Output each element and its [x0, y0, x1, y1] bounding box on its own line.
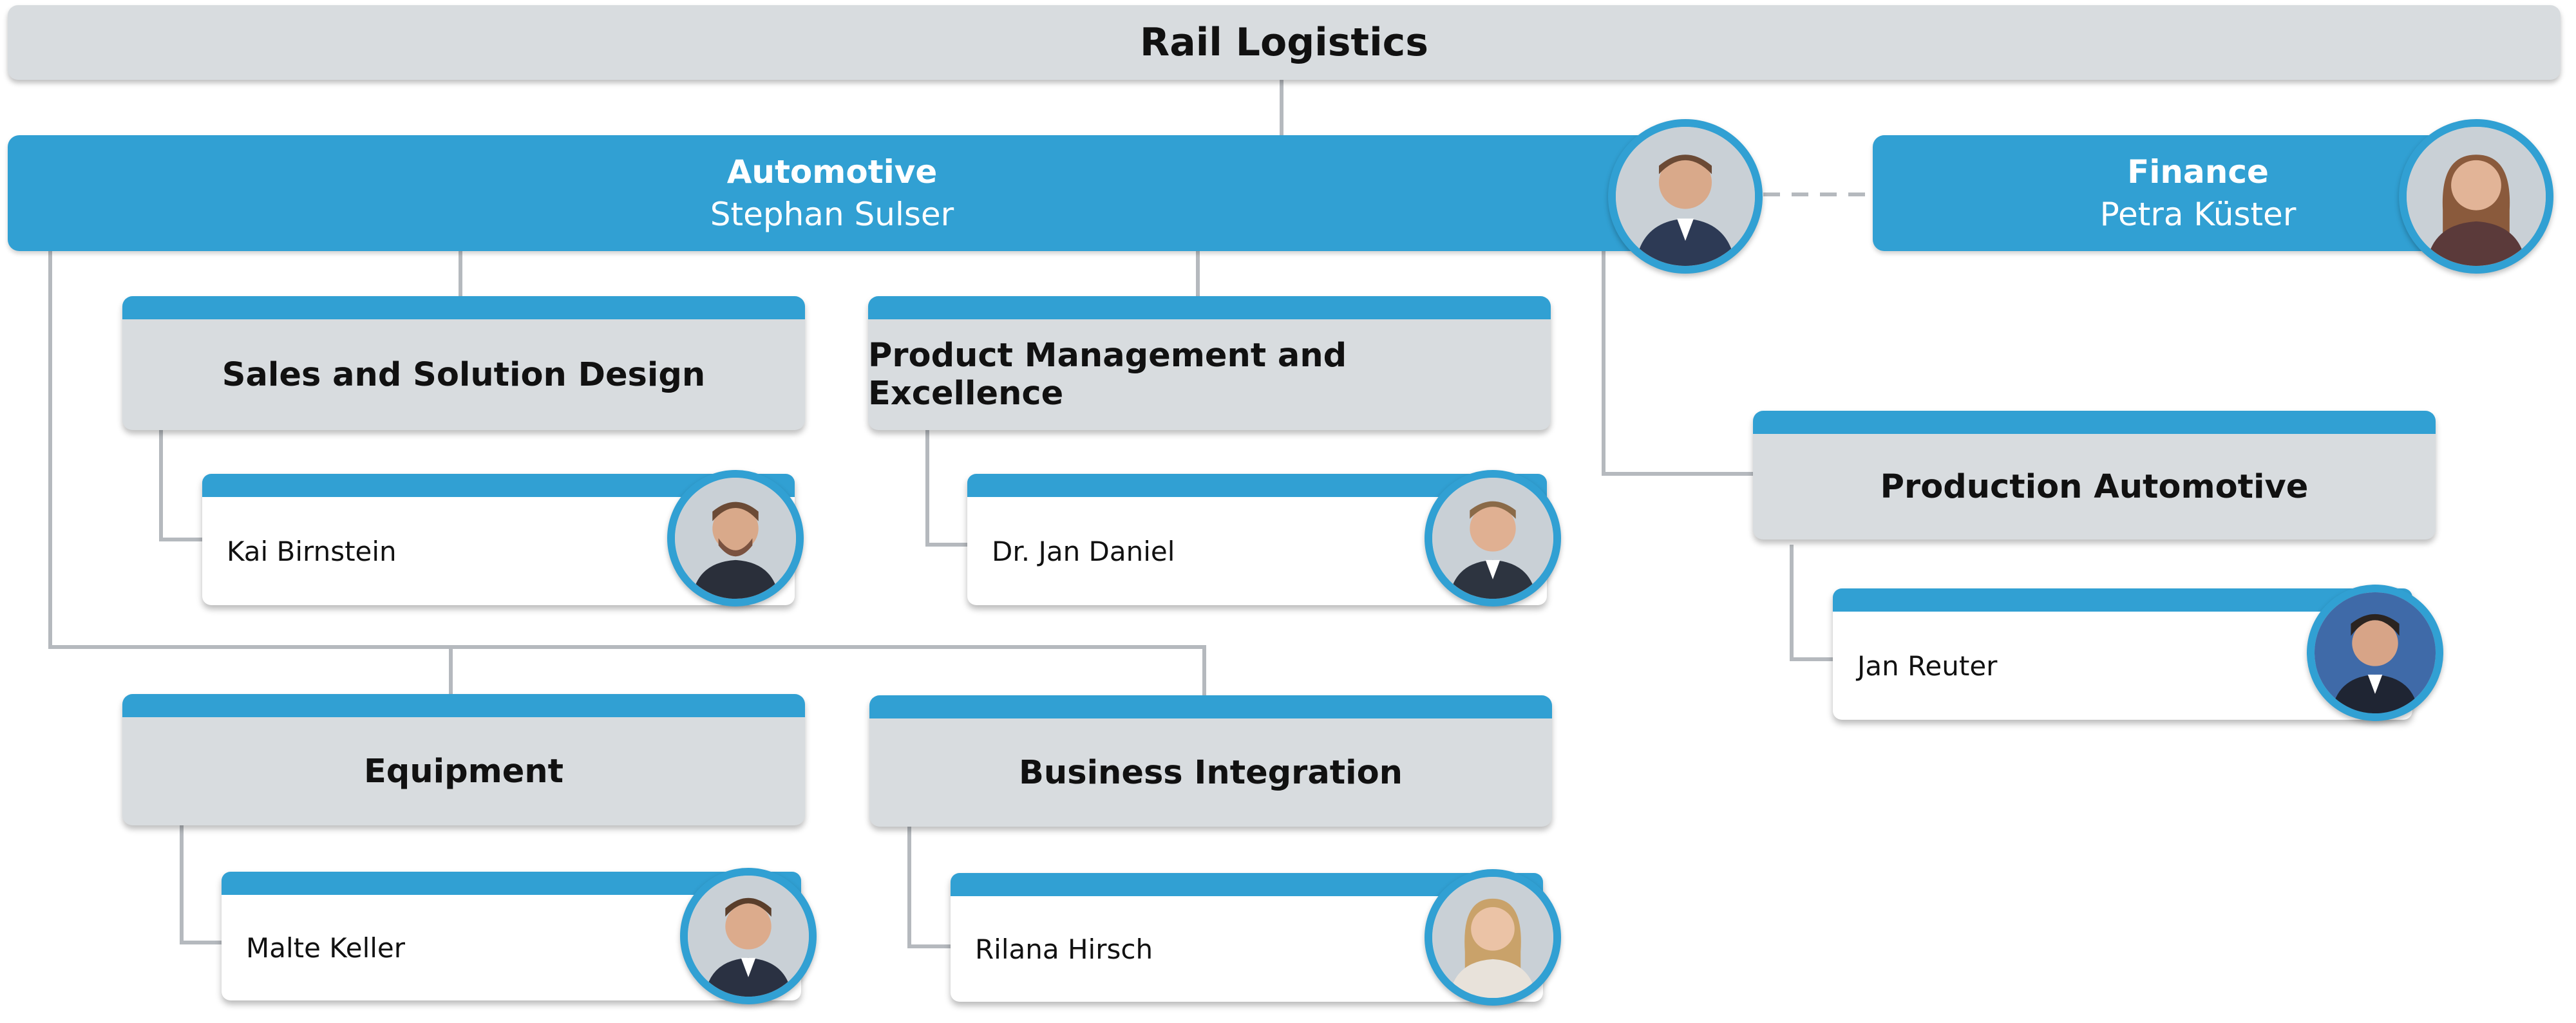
person-avatar-icon	[2407, 127, 2546, 266]
person-avatar-icon	[675, 478, 796, 599]
person-avatar-icon	[2315, 592, 2436, 713]
root-unit-box: Rail Logistics	[8, 5, 2561, 80]
dept-sales-lead-photo	[667, 470, 804, 606]
automotive-head-photo	[1608, 119, 1763, 274]
dept-business-lead-photo	[1425, 869, 1561, 1006]
dept-equipment-box: Equipment	[122, 694, 805, 825]
dept-product-lead-name: Dr. Jan Daniel	[992, 535, 1175, 567]
connector-sales-lead	[159, 430, 202, 541]
dept-sales-box: Sales and Solution Design	[122, 296, 805, 430]
dept-production-lead-photo	[2307, 585, 2443, 721]
connector-production	[1602, 251, 1753, 476]
connector-equipment-lead	[180, 825, 222, 944]
automotive-unit-box: Automotive Stephan Sulser	[8, 135, 1656, 251]
person-avatar-icon	[1616, 127, 1755, 266]
automotive-head-name: Stephan Sulser	[710, 196, 954, 233]
connector-business-lead	[907, 827, 951, 948]
dept-equipment-title: Equipment	[363, 752, 564, 791]
dept-sales-title: Sales and Solution Design	[222, 355, 706, 394]
finance-head-photo	[2399, 119, 2553, 274]
dept-business-title: Business Integration	[1019, 753, 1403, 792]
dept-production-lead-card: Jan Reuter	[1833, 588, 2412, 720]
dept-sales-lead-name: Kai Birnstein	[227, 535, 397, 567]
dept-production-lead-name: Jan Reuter	[1857, 650, 1998, 682]
person-avatar-icon	[1432, 877, 1553, 998]
person-avatar-icon	[688, 876, 809, 997]
dept-production-title: Production Automotive	[1880, 467, 2309, 506]
dept-business-lead-name: Rilana Hirsch	[975, 933, 1153, 965]
finance-title: Finance	[2127, 153, 2269, 191]
connector-automotive-left-trunk	[48, 251, 1206, 695]
dept-product-lead-photo	[1425, 470, 1561, 606]
dept-production-box: Production Automotive	[1753, 411, 2436, 540]
connector-production-lead	[1790, 545, 1833, 661]
dept-equipment-lead-photo	[680, 868, 817, 1004]
finance-head-name: Petra Küster	[2099, 196, 2297, 233]
person-avatar-icon	[1432, 478, 1553, 599]
dept-equipment-lead-name: Malte Keller	[246, 932, 406, 964]
root-title: Rail Logistics	[1140, 20, 1428, 65]
automotive-title: Automotive	[726, 153, 938, 191]
dept-product-box: Product Management and Excellence	[868, 296, 1551, 430]
dept-product-title: Product Management and Excellence	[868, 337, 1347, 413]
connector-product-lead	[925, 430, 967, 547]
dept-business-box: Business Integration	[869, 695, 1552, 827]
